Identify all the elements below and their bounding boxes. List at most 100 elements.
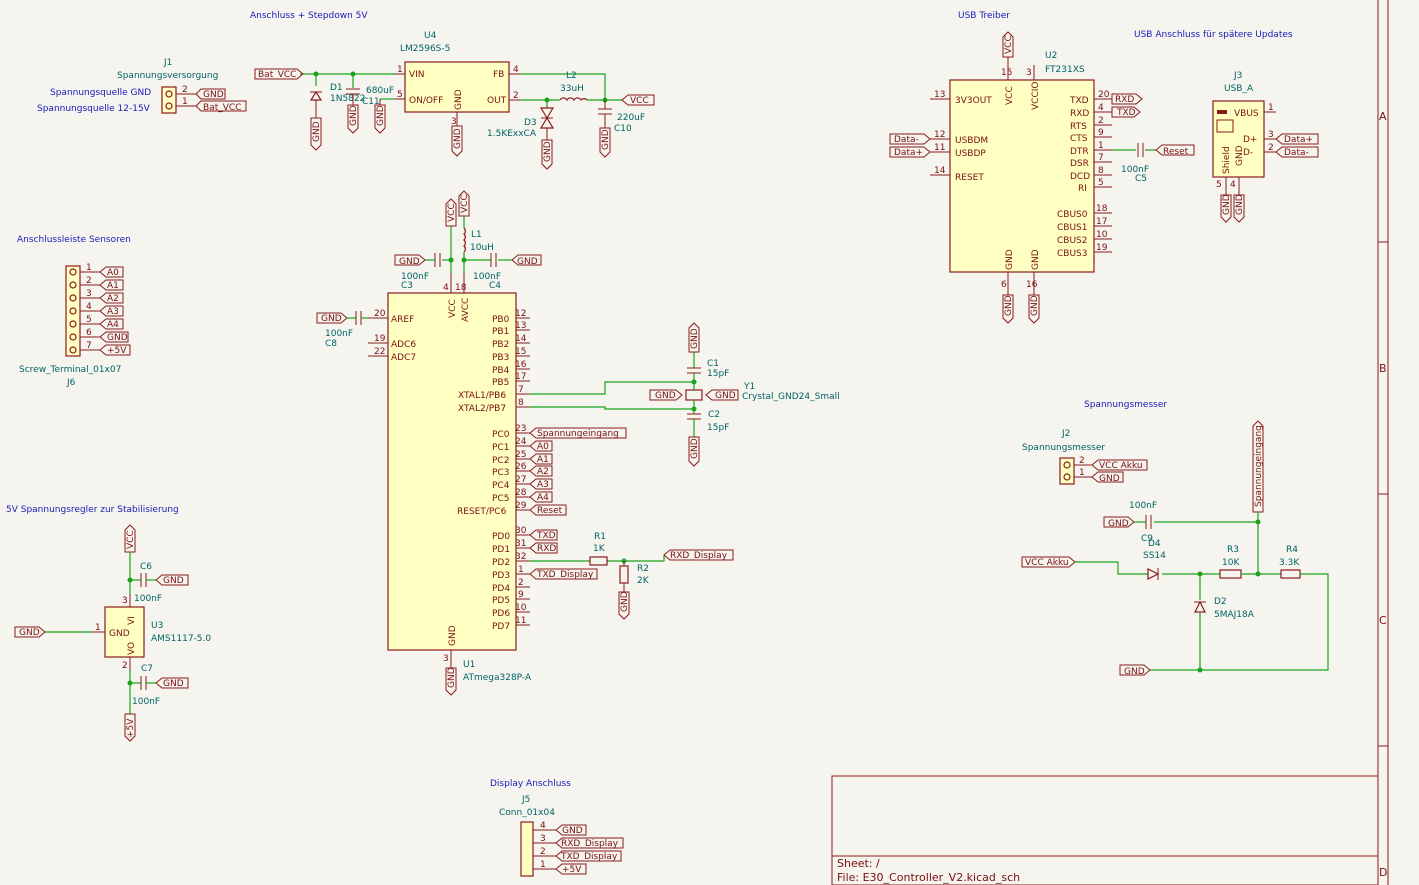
j3-datam-label: Data- (1284, 148, 1309, 158)
y1-ref: Y1 (743, 382, 755, 392)
r3-ref: R3 (1227, 545, 1239, 555)
c1-gnd: GND (690, 328, 700, 349)
svg-text:22: 22 (374, 347, 385, 357)
svg-text:7: 7 (86, 341, 92, 351)
u4-pin-gnd: GND (454, 89, 464, 110)
j3-pin-vbus: VBUS (1234, 109, 1259, 119)
l1-ref: L1 (471, 230, 482, 240)
r4-ref: R4 (1286, 545, 1298, 555)
u1-value: ATmega328P-A (463, 673, 532, 683)
u2-pin-cbus3: CBUS3 (1057, 249, 1088, 259)
u1-a2-label: A2 (537, 467, 549, 477)
svg-text:5: 5 (1216, 180, 1222, 190)
u1-pin-pb0: PB0 (492, 315, 510, 325)
svg-text:3: 3 (443, 654, 449, 664)
u2-pin-gnd-a: GND (1005, 249, 1015, 270)
u4-pin-fb: FB (493, 70, 504, 80)
inductor-l2: L2 33uH (559, 71, 588, 102)
file-label: File: E30_Controller_V2.kicad_sch (837, 871, 1020, 884)
c9-gnd: GND (1108, 519, 1129, 529)
svg-text:4: 4 (86, 302, 92, 312)
u1-pin-reset: RESET/PC6 (457, 507, 507, 517)
svg-text:18: 18 (455, 283, 467, 293)
j5-5v: +5V (562, 865, 582, 875)
u2-pin-vccio: VCCIO (1031, 82, 1041, 110)
svg-text:2: 2 (86, 276, 92, 286)
j3-pin-shield: Shield (1222, 146, 1232, 174)
u2-pin-rxd: RXD (1070, 109, 1089, 119)
y1-gnd-right: GND (715, 391, 736, 401)
u2-gnd-b: GND (1030, 295, 1040, 316)
u1-pin-pc4: PC4 (492, 481, 510, 491)
note-usb-driver: USB Treiber (958, 11, 1010, 21)
vm-vcc-akku: VCC Akku (1025, 558, 1069, 568)
tvs-d3: D3 1.5KExxCA GND (487, 107, 555, 170)
svg-text:14: 14 (515, 334, 527, 344)
svg-text:3: 3 (1026, 68, 1032, 78)
u1-pin-pb3: PB3 (492, 353, 509, 363)
u2-reset-label: Reset (1163, 147, 1189, 157)
svg-text:5: 5 (86, 315, 92, 325)
mcu-u1: U1 ATmega328P-A 4 18 VCC AVCC 20 AREF 19… (368, 273, 532, 696)
j3-pin-gnd: GND (1235, 145, 1245, 166)
c3-value: 100nF (401, 272, 429, 282)
u2-pin-usbdm: USBDM (955, 136, 988, 146)
d1-ref: D1 (330, 83, 343, 93)
u3-gnd-label: GND (19, 628, 40, 638)
svg-text:16: 16 (1026, 280, 1038, 290)
c3-ref: C3 (401, 281, 413, 291)
d3-ref: D3 (524, 118, 537, 128)
u2-pin-ri: RI (1078, 184, 1087, 194)
sheet-label: Sheet: / (837, 857, 880, 870)
u1-eingang-label: Spannungeingang (537, 429, 619, 439)
d4-ref: D4 (1148, 539, 1161, 549)
svg-text:27: 27 (515, 475, 526, 485)
u1-ref: U1 (463, 660, 475, 670)
u1-pin-xtal1: XTAL1/PB6 (458, 391, 506, 401)
u2-pin-dtr: DTR (1070, 147, 1089, 157)
u1-pin-pc2: PC2 (492, 456, 509, 466)
svg-text:2: 2 (1079, 456, 1085, 466)
u2-vcc-flag: VCC (1004, 35, 1014, 54)
note-stepdown: Anschluss + Stepdown 5V (250, 11, 368, 21)
u2-pin-txd: TXD (1069, 96, 1089, 106)
zone-a: A (1379, 110, 1387, 123)
u2-pin-dsr: DSR (1070, 159, 1089, 169)
u2-pin-reset: RESET (955, 173, 984, 183)
l2-value: 33uH (560, 84, 584, 94)
u1-gnd: GND (447, 667, 457, 688)
svg-text:8: 8 (518, 398, 524, 408)
sensor-terminal-j6: Screw_Terminal_01x07 J6 (19, 265, 121, 388)
c1-ref: C1 (707, 359, 719, 369)
svg-text:10: 10 (515, 603, 527, 613)
svg-text:17: 17 (515, 372, 526, 382)
r1-value: 1K (593, 544, 606, 554)
svg-text:12: 12 (515, 309, 526, 319)
svg-text:16: 16 (515, 360, 527, 370)
u3-pin-gnd: GND (109, 629, 130, 639)
u1-pin-pc0: PC0 (492, 430, 510, 440)
u1-pin-pd0: PD0 (492, 532, 510, 542)
svg-text:4: 4 (1230, 180, 1236, 190)
note-source-12v: Spannungsquelle 12-15V (37, 104, 151, 114)
j3-pin-dm: D- (1243, 148, 1253, 158)
bat-vcc-text: Bat_VCC (258, 70, 296, 80)
u1-pin-vcc: VCC (448, 299, 458, 318)
j3-ref: J3 (1233, 71, 1242, 81)
note-usb-port: USB Anschluss für spätere Updates (1134, 30, 1293, 40)
c6-gnd: GND (163, 576, 184, 586)
j6-row-2: 2 A1 (69, 276, 124, 291)
u2-pin-vcc: VCC (1005, 86, 1015, 105)
zone-c: C (1379, 614, 1387, 627)
c1-value: 15pF (707, 369, 729, 379)
u2-gnd-a: GND (1004, 295, 1014, 316)
svg-text:1: 1 (518, 565, 524, 575)
d3-value: 1.5KExxCA (487, 129, 537, 139)
u1-power: VCC VCC L1 10uH GND 100nF C3 GND 100nF C… (316, 190, 542, 349)
u1-pin-pb1: PB1 (492, 327, 509, 337)
note-source-gnd: Spannungsquelle GND (50, 88, 151, 98)
j5-value: Conn_01x04 (499, 808, 555, 818)
crystal-y1: GND GND GND GND C1 15pF Y1 Crystal_GND24… (530, 322, 840, 467)
u1-txd-display-label: TXD_Display (536, 570, 594, 580)
svg-text:1: 1 (95, 623, 101, 633)
